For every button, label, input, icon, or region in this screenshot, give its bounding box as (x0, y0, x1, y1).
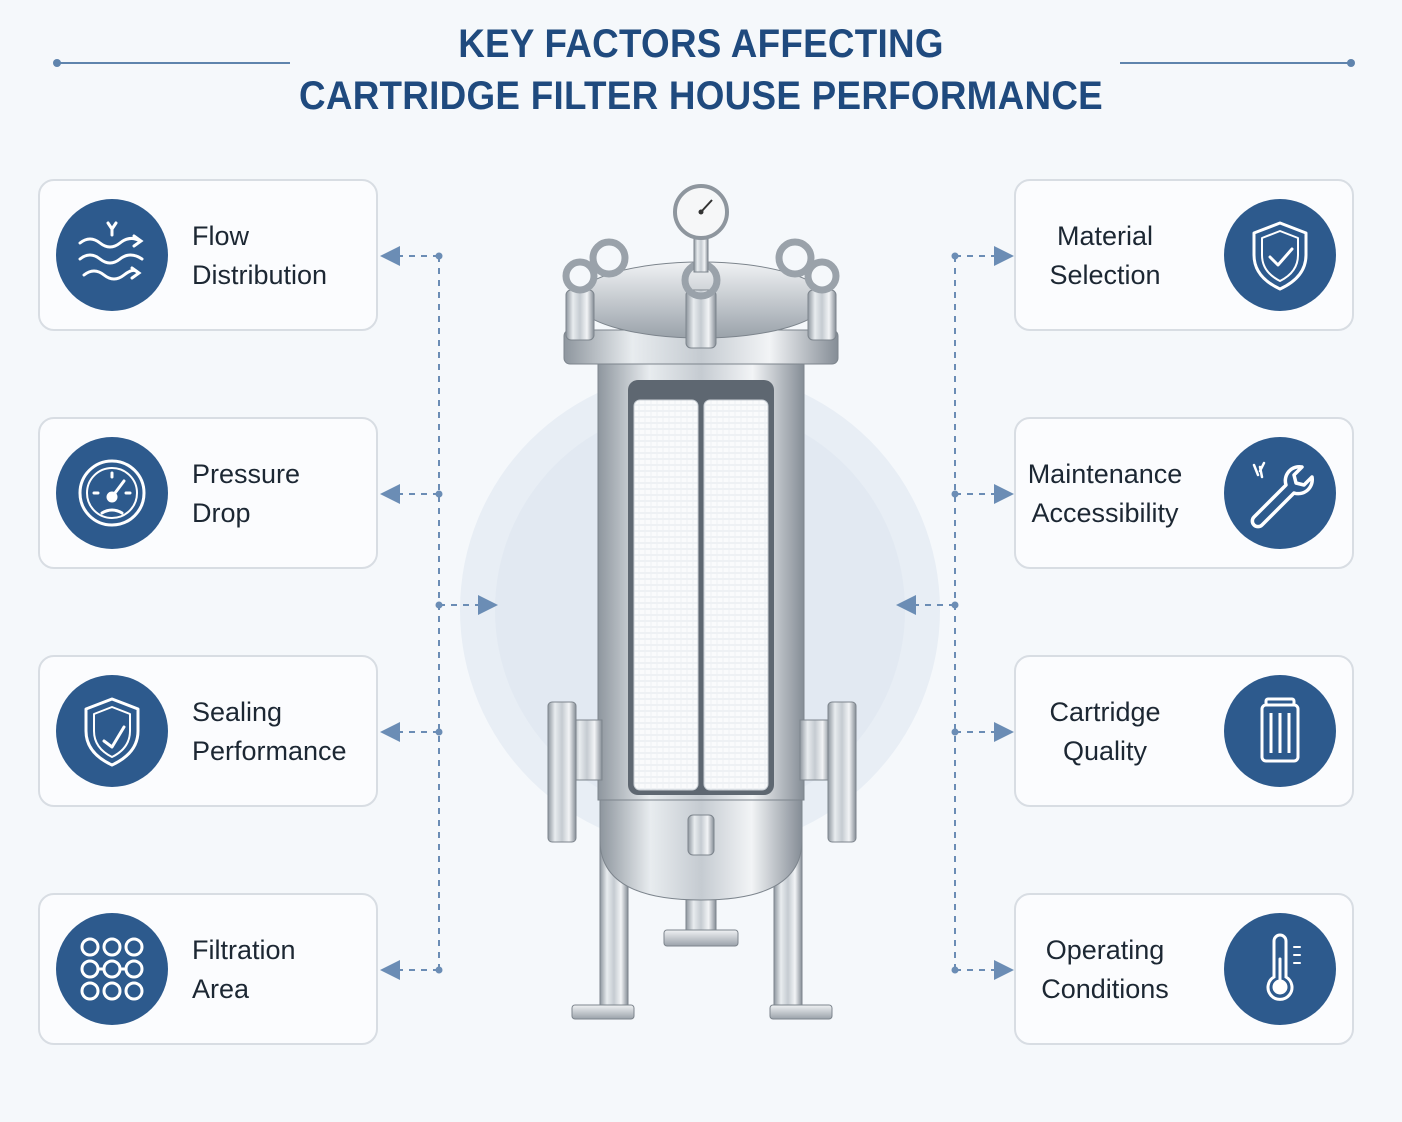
factor-label: Maintenance Accessibility (1027, 459, 1183, 528)
factor-label: Flow Distribution (192, 221, 328, 290)
wrench-icon (1224, 437, 1336, 549)
factor-card-maintenance-accessibility: Maintenance Accessibility (1014, 417, 1354, 569)
pressure-gauge-icon (56, 437, 168, 549)
factor-card-pressure-drop: Pressure Drop (38, 417, 378, 569)
cartridge-icon (1224, 675, 1336, 787)
flow-waves-icon (56, 199, 168, 311)
right-connectors (896, 246, 1014, 980)
filter-housing-illustration (547, 184, 857, 1020)
shield-checkmark-icon (1224, 199, 1336, 311)
page-title: KEY FACTORS AFFECTING CARTRIDGE FILTER H… (56, 18, 1346, 122)
title-line-1: KEY FACTORS AFFECTING (458, 22, 944, 66)
factor-card-sealing-performance: Sealing Performance (38, 655, 378, 807)
factor-label: Operating Conditions (1041, 935, 1169, 1004)
factor-label: Material Selection (1049, 221, 1161, 290)
title-line-2: CARTRIDGE FILTER HOUSE PERFORMANCE (298, 74, 1103, 118)
factor-card-cartridge-quality: Cartridge Quality (1014, 655, 1354, 807)
factor-card-operating-conditions: Operating Conditions (1014, 893, 1354, 1045)
factor-card-flow-distribution: Flow Distribution (38, 179, 378, 331)
title-decoration (53, 59, 1355, 67)
factor-label: Filtration Area (192, 935, 296, 1004)
factor-label: Cartridge Quality (1049, 697, 1161, 766)
factor-label: Pressure Drop (192, 459, 301, 528)
factor-card-material-selection: Material Selection (1014, 179, 1354, 331)
factor-card-filtration-area: Filtration Area (38, 893, 378, 1045)
left-connectors (380, 246, 498, 980)
shield-check-icon (56, 675, 168, 787)
factor-label: Sealing Performance (192, 697, 347, 766)
thermometer-icon (1224, 913, 1336, 1025)
filtration-grid-icon (56, 913, 168, 1025)
